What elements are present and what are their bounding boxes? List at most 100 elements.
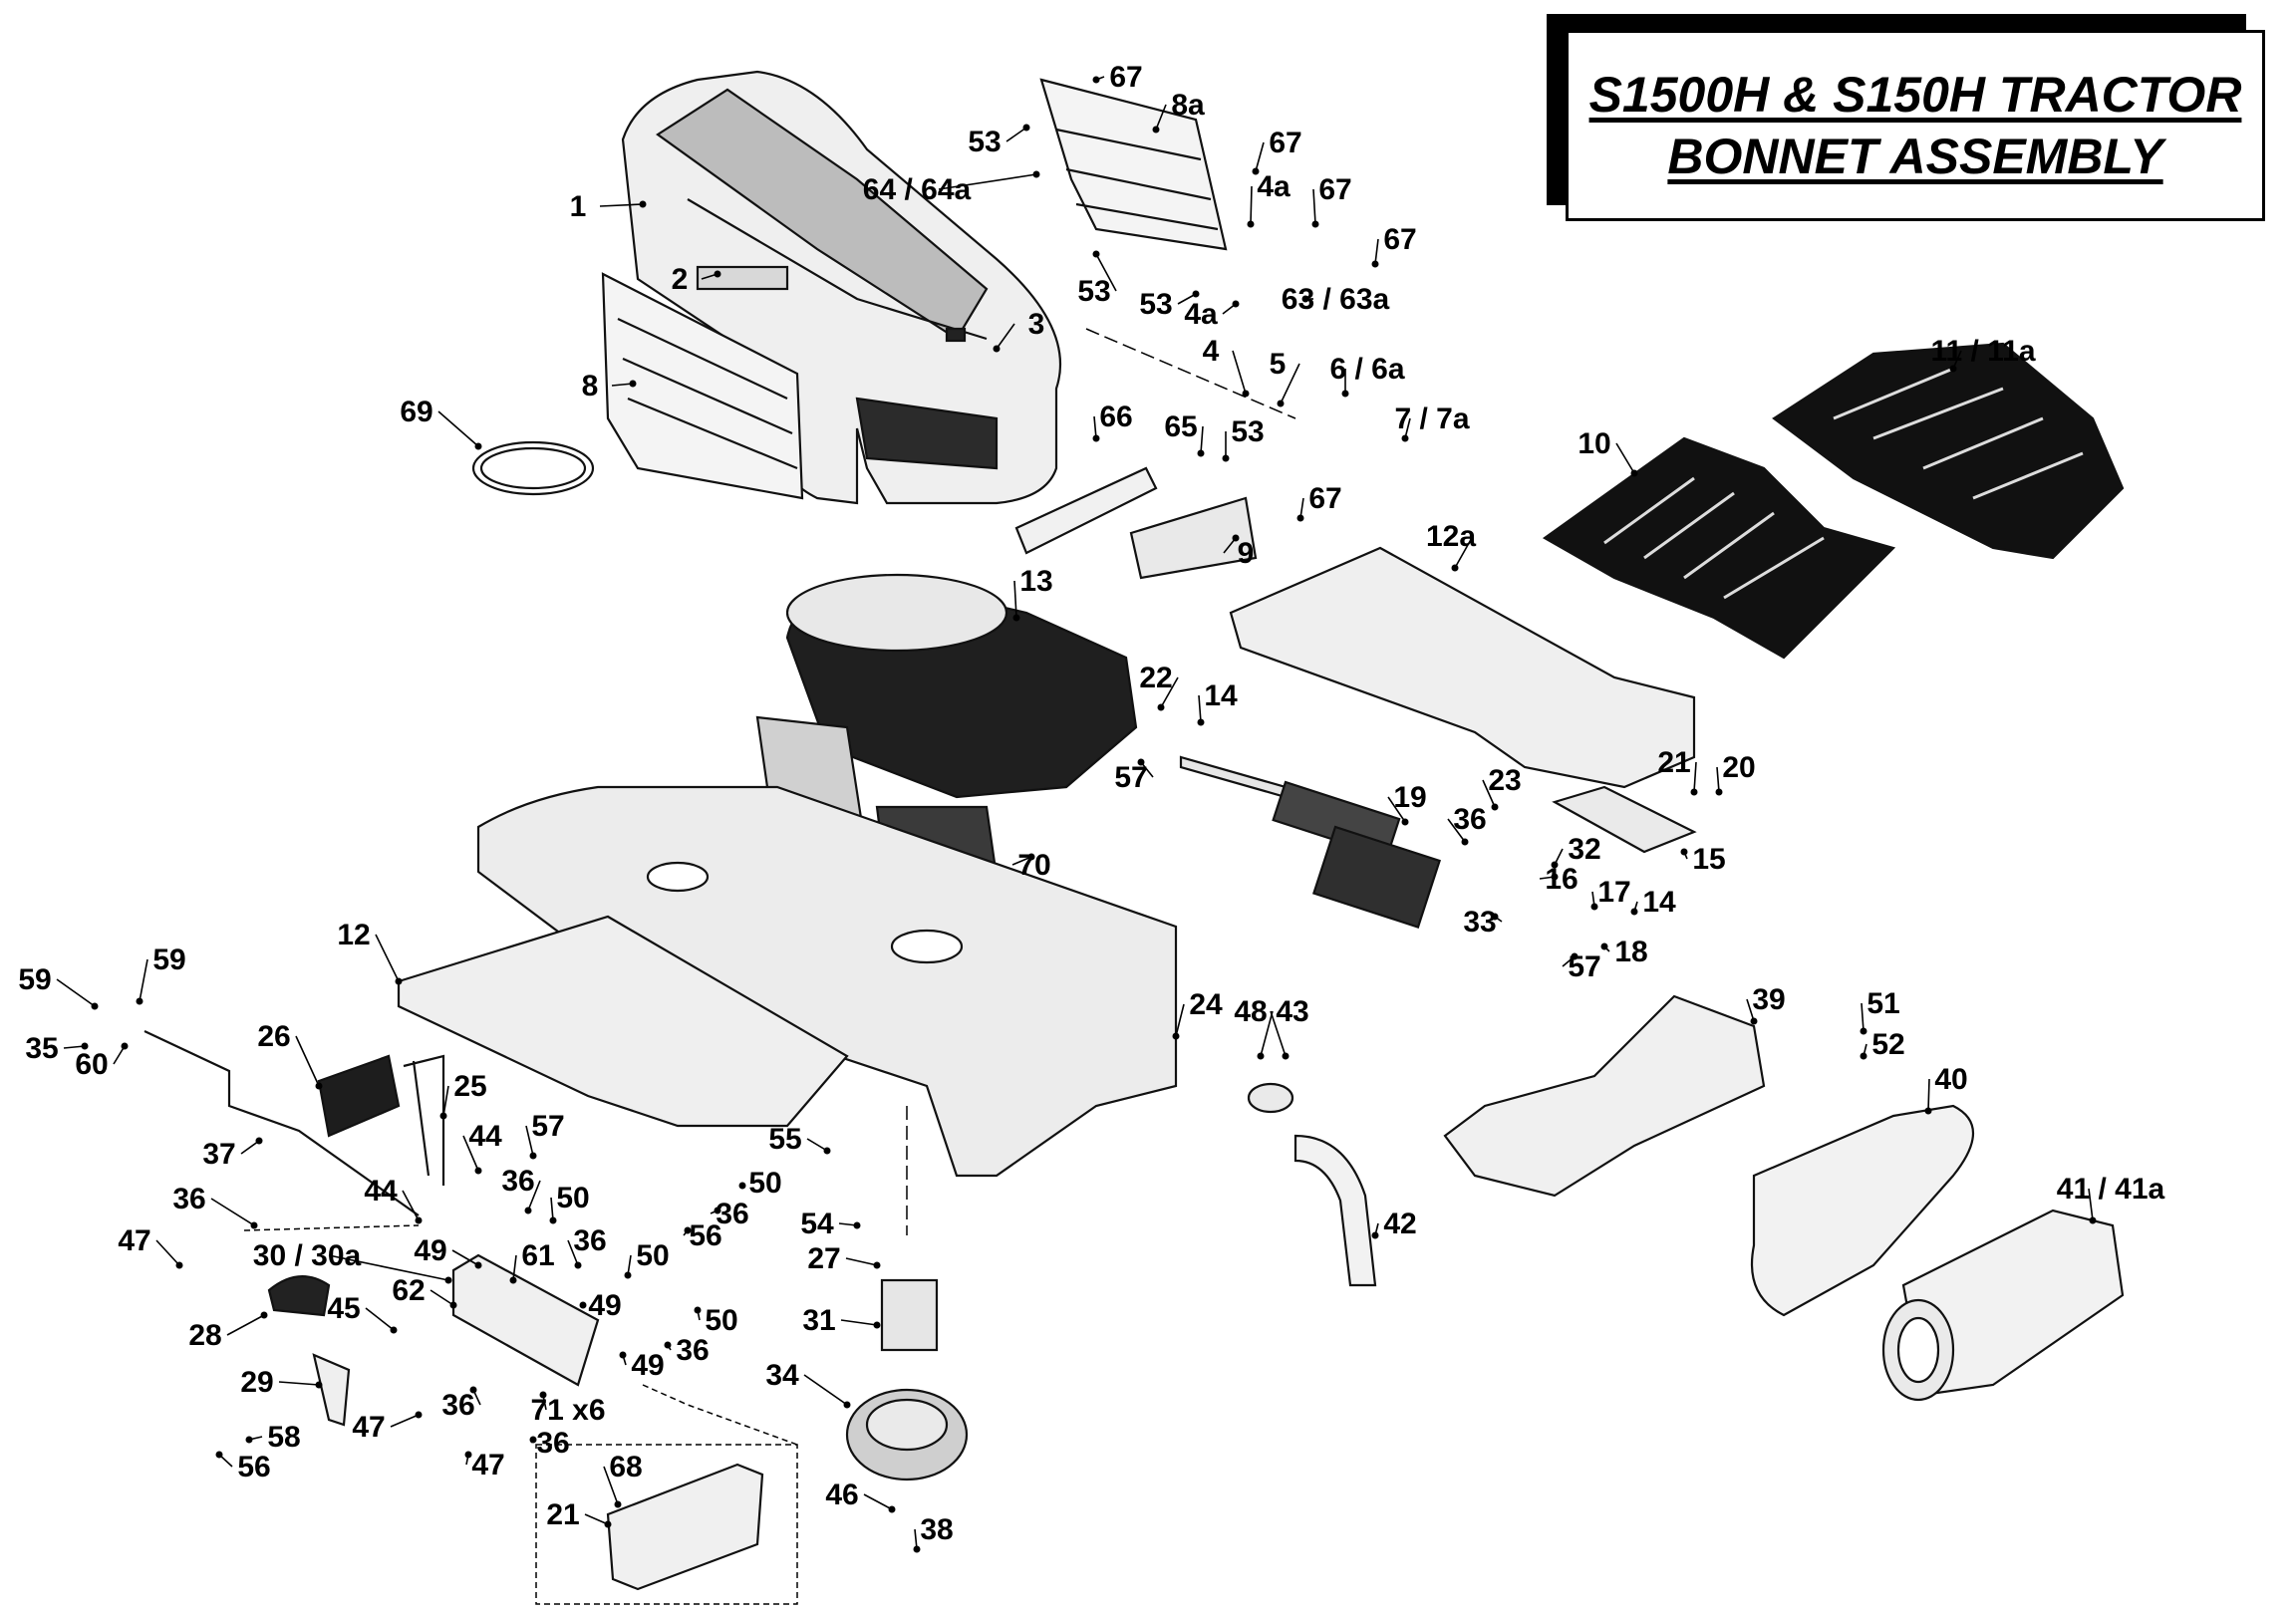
leader-dot-c34 (843, 1401, 851, 1409)
leader-dot-c26 (315, 1082, 323, 1090)
callout-label-c29: 29 (240, 1366, 273, 1399)
leader-line-c28 (226, 1314, 265, 1336)
callout-label-c51: 51 (1866, 987, 1899, 1020)
footplate-12a-part (1229, 546, 1696, 789)
leader-dot-c57b (1571, 952, 1578, 960)
leader-dot-c52 (1860, 1052, 1867, 1060)
lever-29-part (312, 1353, 351, 1427)
leader-dot-c13 (1012, 614, 1020, 622)
leader-line-c44b (402, 1190, 420, 1221)
leader-dot-c53c (1192, 290, 1200, 298)
clutch-34-part (845, 1388, 969, 1481)
leader-dot-c41 (2089, 1216, 2097, 1224)
callout-label-c33: 33 (1463, 906, 1496, 939)
callout-label-c16: 16 (1545, 863, 1578, 896)
leader-dot-c67e (1296, 514, 1304, 522)
leader-line-c59a (56, 978, 96, 1007)
callout-label-c57a: 57 (1114, 761, 1147, 794)
leader-dot-c30 (444, 1276, 452, 1284)
leader-line-c4a1 (1250, 185, 1253, 225)
callout-label-c9: 9 (1238, 537, 1255, 570)
callout-label-c69: 69 (400, 396, 432, 428)
callout-label-c57c: 57 (531, 1110, 564, 1143)
leader-dot-c54 (853, 1221, 861, 1229)
leader-line-c36d (210, 1198, 255, 1226)
leader-dot-c29 (315, 1381, 323, 1389)
gasket-43-part (1247, 1082, 1294, 1114)
callout-label-c50c: 50 (636, 1239, 669, 1272)
leader-dot-c33 (1491, 913, 1499, 921)
heat-shield-39-part (1443, 994, 1766, 1198)
callout-label-c31: 31 (802, 1304, 835, 1337)
leader-dot-c56a (684, 1226, 692, 1234)
callout-label-c14a: 14 (1204, 679, 1238, 712)
leader-dot-c17 (1590, 903, 1598, 911)
callout-label-c36c: 36 (716, 1198, 748, 1230)
leader-dot-c12a (1451, 564, 1459, 572)
pulley-31-part (880, 1278, 939, 1352)
leader-line-c64 (938, 173, 1037, 190)
callout-label-c47b: 47 (352, 1411, 385, 1444)
leader-dot-c28 (260, 1311, 268, 1319)
leader-dot-c5 (1277, 400, 1285, 407)
leader-line-c47b (390, 1414, 420, 1428)
leader-line-c66 (1093, 415, 1097, 439)
callout-label-c4a1: 4a (1257, 170, 1291, 203)
leader-dot-c62 (449, 1301, 457, 1309)
leader-line-c8 (611, 383, 634, 387)
floor-mat-11-part (1772, 342, 2125, 560)
callout-label-c41: 41 / 41a (2057, 1173, 2165, 1206)
leader-dot-c6 (1341, 390, 1349, 398)
callout-label-c42: 42 (1383, 1208, 1416, 1240)
leader-dot-c67c (1311, 220, 1319, 228)
leader-line-c39 (1746, 998, 1755, 1022)
leader-dot-c66 (1092, 434, 1100, 442)
rod-25-part (403, 1054, 445, 1186)
muffler-41-part (1881, 1209, 2125, 1402)
leader-dot-c14a (1197, 718, 1205, 726)
leader-line-c53b (1095, 253, 1117, 292)
callout-label-c4: 4 (1203, 335, 1220, 368)
leader-line-c1 (599, 203, 644, 207)
leader-dot-c53a (1022, 124, 1030, 132)
callout-label-c63: 63 / 63a (1282, 283, 1390, 316)
callout-label-c57b: 57 (1568, 950, 1600, 983)
callout-label-c50d: 50 (705, 1304, 737, 1337)
callout-label-c67b: 67 (1269, 127, 1301, 159)
leader-line-c23 (1482, 779, 1496, 808)
grille-8a-part (1039, 78, 1228, 251)
callout-label-c53b: 53 (1077, 275, 1110, 308)
callout-label-c4a2: 4a (1184, 298, 1218, 331)
callout-label-c64: 64 / 64a (863, 173, 972, 206)
plate-62-part (451, 1253, 600, 1387)
knob-28-part (267, 1275, 331, 1317)
leader-dot-c25 (439, 1112, 447, 1120)
leader-dot-c36f (664, 1341, 672, 1349)
leader-line-c57c (525, 1125, 534, 1157)
leader-dot-c47b (415, 1411, 423, 1419)
callout-label-c13: 13 (1019, 565, 1052, 598)
leader-dot-c1 (639, 200, 647, 208)
callout-label-c20: 20 (1722, 751, 1755, 784)
leader-line-c60 (113, 1045, 126, 1065)
callout-label-c67a: 67 (1109, 61, 1142, 94)
callout-label-c36f: 36 (676, 1334, 709, 1367)
leader-dot-c31 (873, 1321, 881, 1329)
callout-label-c70: 70 (1017, 849, 1050, 882)
callout-label-c25: 25 (453, 1070, 486, 1103)
callout-label-c12: 12 (337, 919, 370, 951)
callout-label-c50a: 50 (556, 1182, 589, 1214)
callout-label-c67e: 67 (1308, 482, 1341, 515)
callout-label-c66: 66 (1099, 401, 1132, 433)
leader-line-c69 (437, 410, 479, 447)
leader-line-c35 (63, 1045, 86, 1049)
callout-label-c34: 34 (765, 1359, 799, 1392)
leader-dot-c21a (1690, 788, 1698, 796)
leader-dot-c23 (1491, 803, 1499, 811)
leader-line-c21b (584, 1513, 609, 1525)
callout-label-c15: 15 (1692, 843, 1725, 876)
title-line-1: S1500H & S150H TRACTOR (1588, 67, 2242, 123)
callout-label-c43: 43 (1276, 995, 1308, 1028)
